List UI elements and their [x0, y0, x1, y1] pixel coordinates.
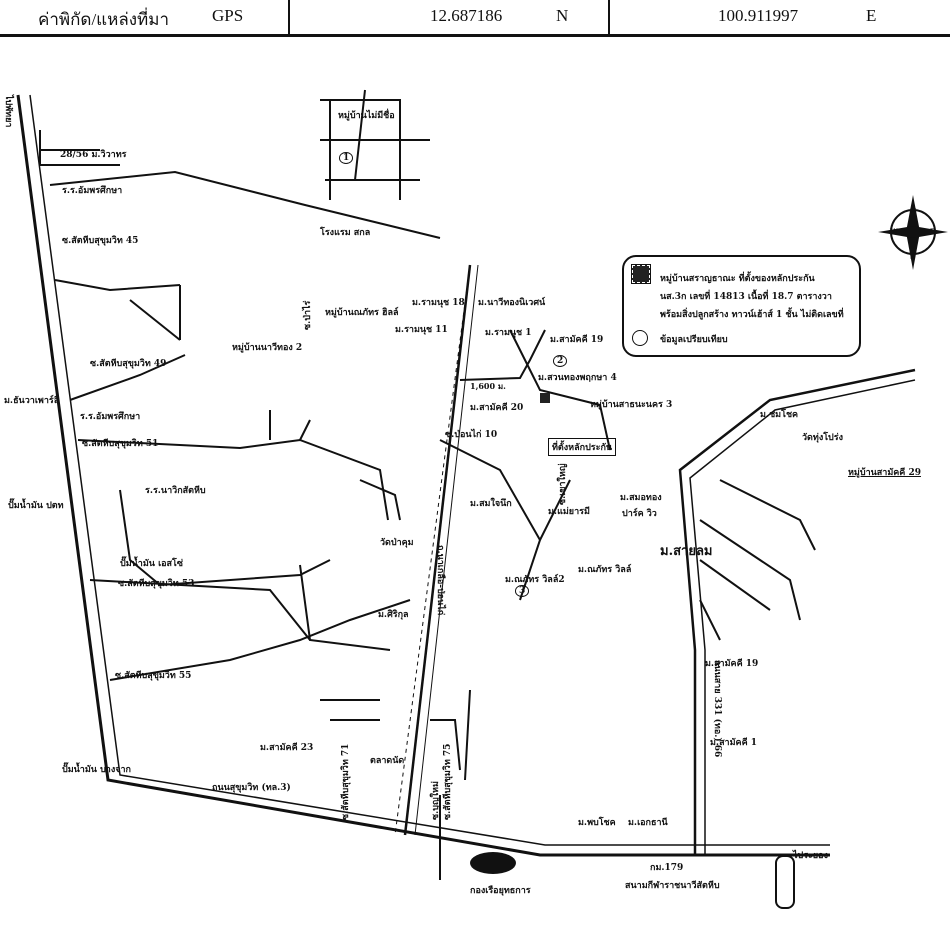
- fleet-building-icon: [470, 852, 516, 874]
- label-thanwa: ม.ธันวาเพาร์ลี่: [4, 396, 60, 406]
- label-soi51: ซ.สัตหีบสุขุมวิท 51: [82, 439, 159, 449]
- label-samakkhi1: ม.สามัคคี 1: [710, 738, 757, 748]
- label-sathana: หมู่บ้านสาธนะนคร 3: [590, 400, 673, 410]
- label-sailom: ม.สายลม: [660, 544, 713, 559]
- label-road-nl: ถ.นาเกลือ-ป่อนไก่: [435, 545, 445, 616]
- label-bangchak: ปั๊มน้ำมัน บางจาก: [62, 765, 132, 775]
- label-ram1: ม.รามนุช 1: [485, 328, 532, 338]
- comparable-circle-icon: [632, 330, 648, 346]
- label-naphat-ville: ม.ณภัทร วิลล์: [578, 565, 632, 575]
- label-to-rayong: ไประยอง: [793, 851, 828, 861]
- compass-w: W: [890, 227, 898, 236]
- map-legend: หมู่บ้านสราญธาณะ ที่ตั้งของหลักประกัน นส…: [622, 255, 861, 357]
- label-samakkhi29: หมู่บ้านสามัคคี 29: [848, 468, 921, 478]
- coord-label: ค่าพิกัด/แหล่งที่มา: [38, 10, 170, 29]
- label-hotel: โรงแรม สกล: [320, 228, 371, 238]
- legend-line1: หมู่บ้านสราญธาณะ ที่ตั้งของหลักประกัน: [660, 274, 815, 284]
- label-samakkhi23: ม.สามัคคี 23: [260, 743, 314, 753]
- label-school2: ร.ร.อัมพรศึกษา: [80, 412, 141, 422]
- label-soi55: ซ.สัตหีบสุขุมวิท 55: [115, 671, 192, 681]
- label-collateral: ที่ตั้งหลักประกัน: [548, 438, 617, 456]
- comparable-marker-2: 2: [553, 355, 568, 367]
- label-soi71: ซ.สัตหีบสุขุมวิท 71: [341, 743, 351, 820]
- label-maeyarami: ม.แม่ยารมี: [548, 507, 590, 517]
- stadium-icon: [775, 855, 795, 909]
- label-wat-pa: วัดป่าคุม: [380, 538, 414, 548]
- label-naphat-hill: หมู่บ้านณภัทร ฮิลล์: [325, 308, 399, 318]
- label-soi-ponkai: ซ.ป่อนไก่ 10: [445, 430, 498, 440]
- label-soi75: ซ.สัตหีบสุขุมวิท 75: [443, 743, 453, 820]
- label-chomchok: ม.ชมโชค: [760, 410, 799, 420]
- label-samor: ม.สมอทอง: [620, 493, 662, 503]
- label-ekthani: ม.เอกธานี: [628, 818, 668, 828]
- legend-line2: นส.3ก เลขที่ 14813 เนื้อที่ 18.7 ตารางวา: [660, 292, 832, 302]
- label-somjai: ม.สมใจนึก: [470, 499, 512, 509]
- coordinates-header: ค่าพิกัด/แหล่งที่มา GPS 12.687186 N 100.…: [0, 0, 950, 37]
- coord-source: GPS: [212, 6, 244, 25]
- label-naphat-ville2: ม.ณภัทร วิลล์2: [505, 575, 565, 585]
- label-navy-thong2: หมู่บ้านนาวีทอง 2: [232, 343, 303, 353]
- comparable-marker-3: 3: [515, 585, 530, 597]
- label-ptt: ปั๊มน้ำมัน ปตท: [8, 501, 64, 511]
- label-soi-parai: ซ.ป่าไร่: [303, 300, 313, 330]
- longitude-dir: E: [866, 6, 877, 25]
- label-samakkhi19b: ม.สามัคคี 19: [705, 659, 759, 669]
- label-stadium: สนามกีฬาราชนาวีสัตหีบ: [625, 881, 720, 891]
- latitude-dir: N: [556, 6, 569, 25]
- label-samakkhi20: ม.สามัคคี 20: [470, 403, 524, 413]
- legend-comparable: ข้อมูลเปรียบเทียบ: [660, 335, 728, 345]
- label-soi45: ซ.สัตหีบสุขุมวิท 45: [62, 236, 139, 246]
- compass-s: S: [910, 252, 916, 261]
- latitude-value: 12.687186: [430, 6, 503, 25]
- label-to-pattaya: ไปพัทยา: [3, 95, 13, 128]
- label-phobchok: ม.พบโชค: [578, 818, 616, 828]
- label-fleet: กองเรือยุทธการ: [470, 886, 531, 896]
- label-school3: ร.ร.นาวิกสัตหีบ: [145, 486, 206, 496]
- label-market: ตลาดนัด: [370, 756, 405, 766]
- label-esso: ปั๊มน้ำมัน เอสโซ่: [120, 559, 183, 569]
- label-soi-mai: ซ.บุญใหม่: [431, 781, 441, 820]
- label-wat-thung: วัดทุ่งโปร่ง: [802, 433, 844, 443]
- label-soi49: ซ.สัตหีบสุขุมวิท 49: [90, 359, 167, 369]
- central-road: [403, 264, 472, 836]
- label-ram18: ม.รามนุช 18: [412, 298, 465, 308]
- label-parkview: ปาร์ค วิว: [622, 509, 657, 519]
- label-sirikul: ม.ศิริกุล: [378, 610, 409, 620]
- label-samakkhi19: ม.สามัคคี 19: [550, 335, 604, 345]
- comparable-marker-1: 1: [339, 152, 354, 164]
- legend-line3: พร้อมสิ่งปลูกสร้าง ทาวน์เฮ้าส์ 1 ชั้น ไม…: [660, 310, 844, 320]
- label-navy-niwet: ม.นาวีทองนิเวศน์: [478, 298, 546, 308]
- sukhumvit-road: [16, 94, 830, 857]
- compass-e: E: [930, 227, 936, 236]
- label-suanthong: ม.สวนทองพฤกษา 4: [538, 373, 617, 383]
- label-soi53: ซ.สัตหีบสุขุมวิท 53: [118, 579, 195, 589]
- label-distance: 1,600 ม.: [470, 381, 506, 391]
- label-sukhumvit: ถนนสุขุมวิท (ทล.3): [212, 783, 291, 793]
- label-school1: ร.ร.อัมพรศึกษา: [62, 186, 123, 196]
- label-km179: กม.179: [650, 863, 684, 873]
- label-road331: ถนนสาย 331 (ทอ.) 66: [712, 660, 722, 758]
- label-viwathon: 28/56 ม.วิวาทร: [60, 150, 127, 160]
- compass-n: N: [910, 207, 917, 216]
- road-331: [678, 368, 916, 855]
- label-soi-khao: ซ.เขาใหญ่: [558, 463, 568, 505]
- collateral-marker-icon: [631, 264, 651, 284]
- longitude-value: 100.911997: [718, 6, 799, 25]
- label-no-name-village: หมู่บ้านไม่มีชื่อ: [338, 111, 395, 121]
- label-ram11: ม.รามนุช 11: [395, 325, 448, 335]
- collateral-location-icon: [540, 393, 550, 403]
